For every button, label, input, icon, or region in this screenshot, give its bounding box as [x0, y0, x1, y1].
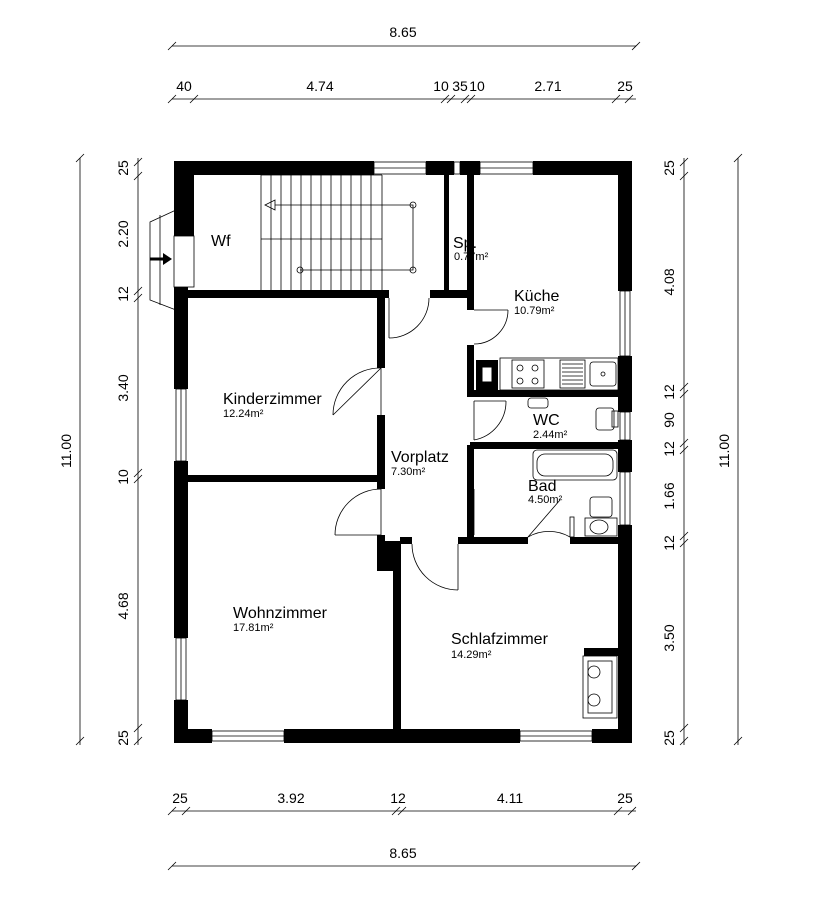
room-name-wf: Wf	[211, 233, 231, 250]
dim-left-part: 25	[115, 730, 131, 746]
doors	[332, 297, 571, 591]
dim-top-part: 10	[433, 78, 449, 94]
dim-top-part: 10	[469, 78, 485, 94]
windows	[175, 161, 631, 742]
dim-bottom-part: 25	[617, 790, 633, 806]
room-area-wohnzimmer: 17.81m²	[233, 622, 274, 634]
chimney	[481, 366, 493, 383]
dim-right-part: 3.50	[661, 624, 677, 651]
bathtub-icon	[532, 449, 618, 481]
room-name-wohnzimmer: Wohnzimmer	[233, 605, 328, 622]
dim-right-total: 11.00	[716, 434, 732, 468]
room-area-bad: 4.50m²	[528, 494, 563, 506]
dim-right-part: 12	[661, 535, 677, 551]
room-area-schlafzimmer: 14.29m²	[451, 649, 492, 661]
room-name-wc: WC	[533, 412, 560, 429]
room-area-kinderzimmer: 12.24m²	[223, 408, 264, 420]
kitchen-fixtures	[499, 357, 619, 391]
dim-top-part: 4.74	[306, 78, 333, 94]
dim-left-part: 3.40	[115, 374, 131, 401]
watermark: www.grundriss.com	[177, 541, 188, 629]
walls	[174, 161, 632, 743]
dim-left-part: 10	[115, 469, 131, 485]
room-area-vorplatz: 7.30m²	[391, 466, 426, 478]
wardrobe-icon	[582, 655, 618, 719]
room-area-sp: 0.77m²	[454, 251, 489, 263]
dim-left-total: 11.00	[58, 434, 74, 468]
dim-right-part: 1.66	[661, 482, 677, 509]
dim-right-part: 4.08	[661, 268, 677, 295]
dim-right-part: 12	[661, 441, 677, 457]
wash-basin-icon	[527, 397, 549, 409]
toilet-icon	[584, 517, 618, 537]
dim-right-part: 25	[661, 730, 677, 746]
dimension-labels-bottom: 25 3.92 12 4.11 25 8.65	[172, 790, 633, 861]
dim-bottom-total: 8.65	[389, 845, 416, 861]
room-name-schlafzimmer: Schlafzimmer	[451, 631, 549, 648]
entrance-arrow-icon	[163, 253, 172, 265]
dimension-labels-top: 8.65 40 4.74 10 35 10 2.71 25	[176, 24, 633, 94]
dim-right-part: 25	[661, 160, 677, 176]
room-labels: Wf Sp. 0.77m² Küche 10.79m² Kinderzimmer…	[211, 233, 568, 661]
dim-left-part: 12	[115, 286, 131, 302]
dimension-labels-left: 11.00 25 2.20 12 3.40 10 4.68 25	[58, 160, 131, 746]
staircase	[260, 174, 417, 290]
entrance	[149, 209, 195, 311]
wash-basin-icon	[589, 496, 613, 518]
dim-top-part: 2.71	[534, 78, 561, 94]
dim-right-part: 12	[661, 384, 677, 400]
bath-fixtures	[532, 449, 618, 538]
dim-top-total: 8.65	[389, 24, 416, 40]
room-name-vorplatz: Vorplatz	[391, 449, 449, 466]
wc-fixtures	[527, 397, 619, 431]
sink-icon	[589, 361, 617, 387]
dim-top-part: 40	[176, 78, 192, 94]
room-area-wc: 2.44m²	[533, 429, 568, 441]
dim-left-part: 4.68	[115, 592, 131, 619]
dish-rack-icon	[559, 359, 586, 389]
room-name-sp: Sp.	[453, 235, 477, 252]
dim-right-part: 90	[661, 412, 677, 428]
stove-icon	[511, 359, 545, 389]
dimension-lines	[75, 41, 743, 871]
dim-top-part: 35	[452, 78, 468, 94]
room-name-bad: Bad	[528, 478, 556, 495]
room-area-kueche: 10.79m²	[514, 305, 555, 317]
dim-bottom-part: 25	[172, 790, 188, 806]
dimension-labels-right: 25 4.08 12 90 12 1.66 12 3.50 25 11.00	[661, 160, 732, 746]
room-name-kueche: Küche	[514, 288, 559, 305]
room-name-kinderzimmer: Kinderzimmer	[223, 391, 322, 408]
bedroom-fixtures	[582, 655, 618, 719]
toilet-icon	[595, 407, 615, 431]
dim-bottom-part: 12	[390, 790, 406, 806]
dim-bottom-part: 4.11	[497, 790, 523, 806]
dim-left-part: 2.20	[115, 220, 131, 247]
dim-bottom-part: 3.92	[277, 790, 304, 806]
dim-left-part: 25	[115, 160, 131, 176]
dim-top-part: 25	[617, 78, 633, 94]
